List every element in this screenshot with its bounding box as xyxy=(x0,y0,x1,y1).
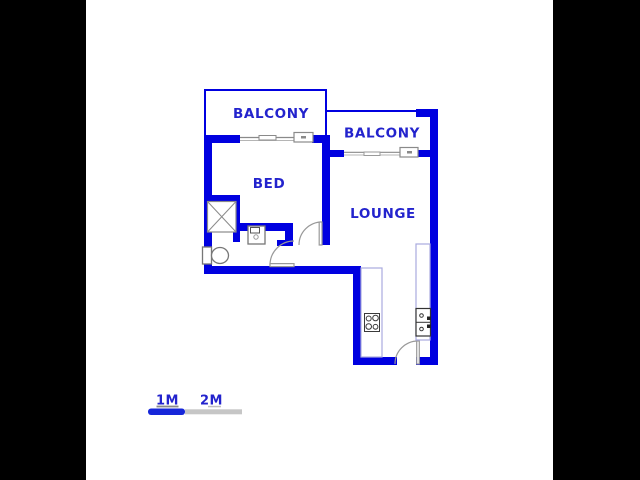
toilet-cistern xyxy=(201,246,213,265)
washbasin-drain xyxy=(253,234,259,240)
stove-burner-1 xyxy=(365,315,372,322)
wall-kitchen-west xyxy=(353,266,361,365)
doors xyxy=(269,221,420,365)
scale-2m-tick xyxy=(208,405,221,408)
stove-burner-2 xyxy=(372,314,379,322)
kitchen-fixtures xyxy=(360,243,432,358)
wall-kitchen-bottom-left xyxy=(353,357,397,365)
bedroom-window xyxy=(240,131,314,143)
kitchen-sink-faucet-2 xyxy=(427,324,431,328)
washbasin-faucet xyxy=(250,227,260,234)
wall-bath-stub xyxy=(285,223,293,246)
scale-bar: 1M 2M xyxy=(148,394,242,415)
kitchen-door-arc xyxy=(394,340,419,365)
wall-bed-top-right xyxy=(312,135,330,143)
kitchen-counter-left xyxy=(360,267,383,358)
shower-cross-line2 xyxy=(207,201,237,233)
scale-bar-gray-segment xyxy=(185,409,242,415)
wall-lounge-top-left xyxy=(322,150,344,157)
scale-2m-label: 2M xyxy=(200,394,223,409)
wall-hall-bottom xyxy=(204,266,361,274)
stove-hob xyxy=(364,313,380,332)
wall-bed-bottom xyxy=(239,223,293,231)
balcony-left-label: BALCONY xyxy=(233,106,309,122)
balcony-railings xyxy=(204,89,417,136)
scale-bar-blue-segment xyxy=(148,408,185,415)
room-labels: BALCONY BALCONY BED LOUNGE xyxy=(233,106,420,222)
stove-burner-3 xyxy=(365,323,373,330)
toilet-bowl xyxy=(210,246,230,265)
kitchen-sink-drain-2 xyxy=(419,326,424,332)
scale-1m-tick xyxy=(156,405,179,408)
wall-bed-lounge-divider xyxy=(322,135,330,245)
lounge-window xyxy=(344,146,419,158)
wall-shower-top xyxy=(204,195,240,202)
lounge-label: LOUNGE xyxy=(350,206,416,222)
kitchen-door-leaf xyxy=(416,340,420,365)
scale-1m-label: 1M xyxy=(156,394,179,409)
wall-top-right-corner xyxy=(416,109,438,117)
bedroom-window-marker xyxy=(258,135,277,141)
lounge-window-marker xyxy=(363,151,381,156)
letterbox-right-bar xyxy=(553,0,640,480)
bathroom-fixtures xyxy=(201,200,266,265)
wall-bed-top-left xyxy=(204,135,240,143)
wall-right xyxy=(430,109,438,365)
kitchen-sink-drain-1 xyxy=(419,313,424,318)
kitchen-sink-faucet-1 xyxy=(427,316,431,320)
balcony-right-label: BALCONY xyxy=(344,126,420,142)
wall-kitchen-bottom-right xyxy=(416,357,438,365)
bedroom-window-symbol-tick xyxy=(301,136,306,139)
bathroom-door-leaf xyxy=(269,263,295,268)
bathroom-door-arc xyxy=(269,240,295,266)
wall-lounge-top-right xyxy=(417,150,431,157)
bedroom-door-leaf xyxy=(318,221,323,246)
bedroom-door-arc xyxy=(298,221,323,246)
letterbox-left-bar xyxy=(0,0,86,480)
stove-burner-4 xyxy=(372,323,379,330)
lounge-window-symbol-tick xyxy=(407,151,412,154)
bedroom-label: BED xyxy=(253,176,286,192)
